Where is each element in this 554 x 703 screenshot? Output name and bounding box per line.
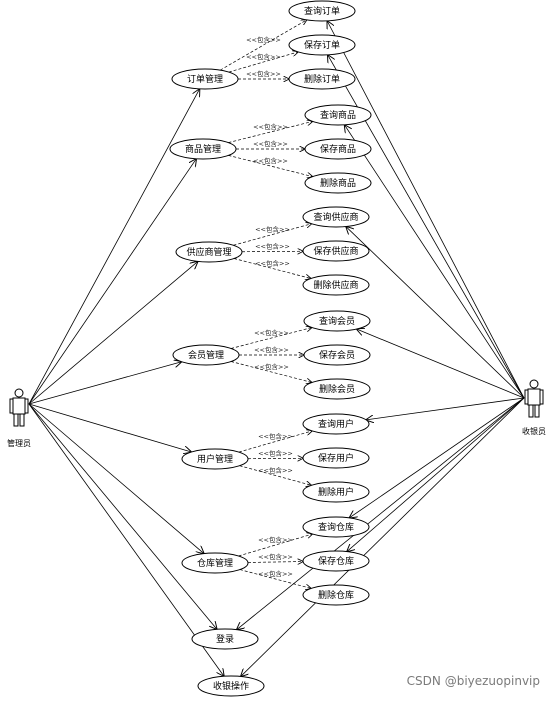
usecase-user-management: 用户管理 bbox=[182, 449, 248, 469]
cashier-assoc-query-supplier bbox=[346, 227, 524, 398]
usecase-login-label: 登录 bbox=[216, 634, 234, 645]
admin-assoc-member bbox=[29, 362, 182, 404]
include-lines: <<包含>> <<包含>> <<包含>> <<包含>> <<包含>> <<包含>> <<包含… bbox=[220, 20, 312, 589]
admin-actor-label: 管理员 bbox=[7, 438, 31, 448]
include-label: <<包含>> bbox=[255, 242, 290, 251]
usecase-delete-user: 删除用户 bbox=[303, 482, 369, 502]
include-label: <<包含>> bbox=[255, 259, 290, 268]
usecase-save-product-label: 保存商品 bbox=[320, 143, 356, 155]
usecase-delete-supplier: 删除供应商 bbox=[303, 275, 369, 295]
admin-assoc-user bbox=[29, 404, 191, 452]
usecase-supplier-management: 供应商管理 bbox=[176, 242, 242, 262]
usecase-save-product: 保存商品 bbox=[305, 139, 371, 159]
usecase-delete-supplier-label: 删除供应商 bbox=[313, 279, 358, 291]
include-label: <<包含>> bbox=[253, 156, 288, 165]
admin-actor-icon bbox=[10, 389, 28, 426]
usecase-save-warehouse: 保存仓库 bbox=[303, 551, 369, 571]
usecase-query-member-label: 查询会员 bbox=[319, 315, 355, 327]
usecase-save-order: 保存订单 bbox=[289, 35, 355, 55]
usecase-cashier-operation: 收银操作 bbox=[198, 676, 264, 696]
include-label: <<包含>> bbox=[254, 328, 289, 337]
usecase-save-supplier: 保存供应商 bbox=[303, 241, 369, 261]
include-label: <<包含>> bbox=[258, 449, 293, 458]
usecase-login: 登录 bbox=[192, 629, 258, 649]
usecase-delete-order: 删除订单 bbox=[289, 69, 355, 89]
usecase-query-order-label: 查询订单 bbox=[304, 5, 340, 17]
usecase-query-warehouse-label: 查询仓库 bbox=[318, 521, 354, 533]
include-label: <<包含>> bbox=[254, 345, 289, 354]
cashier-assoc-query-warehouse bbox=[349, 398, 524, 518]
admin-assoc-login bbox=[29, 404, 217, 629]
include-label: <<包含>> bbox=[246, 35, 281, 44]
usecase-query-member: 查询会员 bbox=[304, 311, 370, 331]
usecase-supplier-management-label: 供应商管理 bbox=[186, 246, 231, 258]
cashier-actor-label: 收银员 bbox=[522, 426, 546, 436]
usecase-delete-order-label: 删除订单 bbox=[304, 73, 340, 85]
include-label: <<包含>> bbox=[253, 122, 288, 131]
usecase-save-member: 保存会员 bbox=[304, 345, 370, 365]
usecase-delete-product: 删除商品 bbox=[305, 173, 371, 193]
watermark: CSDN @biyezuopinvip bbox=[407, 674, 540, 688]
usecase-product-management-label: 商品管理 bbox=[185, 143, 221, 155]
usecase-save-user: 保存用户 bbox=[303, 448, 369, 468]
include-label: <<包含>> bbox=[253, 139, 288, 148]
usecase-product-management: 商品管理 bbox=[170, 139, 236, 159]
usecase-query-supplier: 查询供应商 bbox=[303, 207, 369, 227]
usecase-query-product: 查询商品 bbox=[305, 105, 371, 125]
usecase-delete-warehouse-label: 删除仓库 bbox=[318, 589, 354, 601]
usecase-delete-user-label: 删除用户 bbox=[318, 486, 354, 498]
usecase-query-product-label: 查询商品 bbox=[320, 109, 356, 121]
cashier-assoc-query-member bbox=[357, 329, 524, 398]
usecase-save-warehouse-label: 保存仓库 bbox=[318, 555, 354, 567]
admin-assoc-product bbox=[29, 159, 196, 404]
usecase-save-supplier-label: 保存供应商 bbox=[313, 245, 358, 257]
usecase-query-order: 查询订单 bbox=[289, 1, 355, 21]
usecase-query-warehouse: 查询仓库 bbox=[303, 517, 369, 537]
usecase-warehouse-management-label: 仓库管理 bbox=[197, 557, 233, 569]
admin-actor: 管理员 bbox=[7, 389, 31, 448]
usecase-delete-product-label: 删除商品 bbox=[320, 177, 356, 189]
usecase-delete-member: 删除会员 bbox=[304, 379, 370, 399]
include-label: <<包含>> bbox=[258, 569, 293, 578]
usecase-warehouse-management: 仓库管理 bbox=[182, 553, 248, 573]
include-label: <<包含>> bbox=[255, 225, 290, 234]
usecase-query-user-label: 查询用户 bbox=[318, 418, 354, 430]
usecase-member-management-label: 会员管理 bbox=[188, 349, 224, 361]
usecase-save-user-label: 保存用户 bbox=[318, 452, 354, 464]
include-label: <<包含>> bbox=[254, 362, 289, 371]
usecase-member-management: 会员管理 bbox=[173, 345, 239, 365]
usecase-order-management-label: 订单管理 bbox=[187, 73, 223, 85]
admin-assoc-supplier bbox=[29, 261, 198, 404]
include-label: <<包含>> bbox=[258, 432, 293, 441]
usecase-delete-warehouse: 删除仓库 bbox=[303, 585, 369, 605]
include-label: <<包含>> bbox=[258, 466, 293, 475]
cashier-assoc-query-product bbox=[344, 125, 524, 398]
admin-assoc-warehouse bbox=[29, 404, 204, 554]
usecase-query-supplier-label: 查询供应商 bbox=[313, 211, 358, 223]
usecase-query-user: 查询用户 bbox=[303, 414, 369, 434]
usecase-user-management-label: 用户管理 bbox=[197, 453, 233, 465]
cashier-actor: 收银员 bbox=[522, 380, 546, 436]
cashier-actor-icon bbox=[525, 380, 543, 417]
include-label: <<包含>> bbox=[258, 535, 293, 544]
usecase-delete-member-label: 删除会员 bbox=[319, 383, 355, 395]
usecase-cashier-operation-label: 收银操作 bbox=[213, 680, 249, 692]
cashier-assoc-save-warehouse bbox=[347, 398, 524, 552]
usecase-save-order-label: 保存订单 bbox=[304, 39, 340, 51]
cashier-assoc-query-user bbox=[366, 398, 524, 420]
include-save-warehouse bbox=[248, 562, 303, 563]
include-label: <<包含>> bbox=[246, 52, 281, 61]
usecase-save-member-label: 保存会员 bbox=[319, 349, 355, 361]
include-label: <<包含>> bbox=[258, 552, 293, 561]
include-label: <<包含>> bbox=[246, 69, 281, 78]
usecase-order-management: 订单管理 bbox=[172, 69, 238, 89]
